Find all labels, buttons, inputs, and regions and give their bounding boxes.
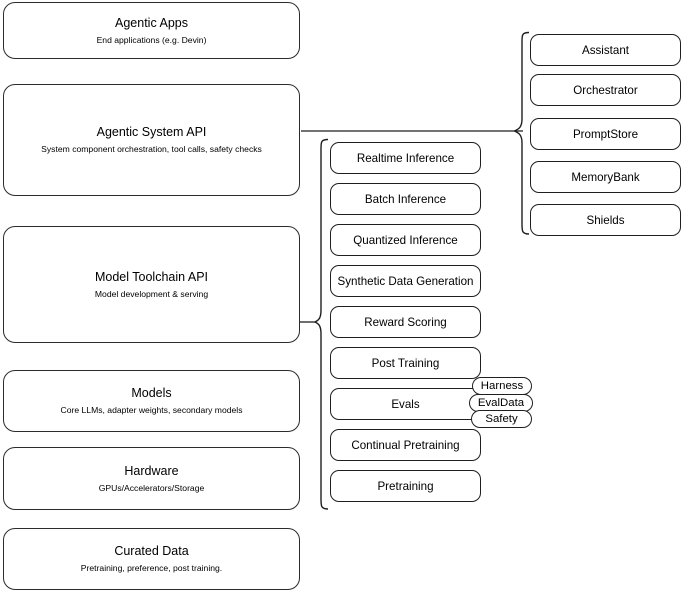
evals-subcomponent-label: Safety <box>485 413 518 425</box>
capability-box-batch-inference[interactable]: Batch Inference <box>330 183 481 215</box>
system-component-box-assistant[interactable]: Assistant <box>530 34 681 66</box>
capability-box-reward-scoring[interactable]: Reward Scoring <box>330 306 481 338</box>
layer-subtitle: System component orchestration, tool cal… <box>41 144 262 154</box>
system-component-box-shields[interactable]: Shields <box>530 204 681 236</box>
capability-label: Pretraining <box>377 479 434 493</box>
layer-title: Agentic Apps <box>115 15 188 30</box>
system-component-box-orchestrator[interactable]: Orchestrator <box>530 74 681 106</box>
capability-box-continual-pretraining[interactable]: Continual Pretraining <box>330 429 481 461</box>
layer-box-curated-data[interactable]: Curated Data Pretraining, preference, po… <box>3 528 300 590</box>
layer-box-agentic-system-api[interactable]: Agentic System API System component orch… <box>3 84 300 196</box>
layer-box-model-toolchain-api[interactable]: Model Toolchain API Model development & … <box>3 226 300 343</box>
layer-subtitle: End applications (e.g. Devin) <box>96 34 207 45</box>
capability-box-post-training[interactable]: Post Training <box>330 347 481 379</box>
layer-subtitle: GPUs/Accelerators/Storage <box>98 482 205 493</box>
system-component-box-promptstore[interactable]: PromptStore <box>530 118 681 150</box>
layer-subtitle: Pretraining, preference, post training. <box>80 563 223 573</box>
layer-title: Model Toolchain API <box>94 269 209 284</box>
capability-label: Evals <box>391 397 420 411</box>
layer-title: Agentic System API <box>96 125 207 139</box>
layer-title: Hardware <box>124 463 179 478</box>
evals-subcomponent-harness[interactable]: Harness <box>472 377 532 395</box>
system-component-box-memorybank[interactable]: MemoryBank <box>530 161 681 193</box>
layer-subtitle: Model development & serving <box>94 288 209 299</box>
capability-label: Synthetic Data Generation <box>337 274 474 288</box>
evals-subcomponent-label: Harness <box>480 380 524 392</box>
system-component-label: MemoryBank <box>571 170 640 184</box>
capability-box-evals[interactable]: Evals <box>330 388 481 420</box>
capability-label: Realtime Inference <box>356 151 455 165</box>
capability-label: Batch Inference <box>364 192 447 206</box>
layer-subtitle: Core LLMs, adapter weights, secondary mo… <box>60 405 243 415</box>
capability-label: Quantized Inference <box>353 233 458 247</box>
capability-box-realtime-inference[interactable]: Realtime Inference <box>330 142 481 174</box>
capability-box-synthetic-data-generation[interactable]: Synthetic Data Generation <box>330 265 481 297</box>
evals-subcomponent-safety[interactable]: Safety <box>471 410 532 428</box>
layer-title: Curated Data <box>114 544 189 558</box>
layer-box-models[interactable]: Models Core LLMs, adapter weights, secon… <box>3 370 300 432</box>
capability-box-quantized-inference[interactable]: Quantized Inference <box>330 224 481 256</box>
system-component-label: PromptStore <box>572 127 639 141</box>
capability-label: Post Training <box>371 356 440 370</box>
system-component-label: Assistant <box>581 43 630 57</box>
capability-label: Continual Pretraining <box>351 438 460 452</box>
layer-box-hardware[interactable]: Hardware GPUs/Accelerators/Storage <box>3 447 300 510</box>
capability-box-pretraining[interactable]: Pretraining <box>330 470 481 502</box>
layer-title: Models <box>131 386 172 400</box>
capability-label: Reward Scoring <box>364 315 447 329</box>
evals-subcomponent-label: EvalData <box>477 397 525 409</box>
system-component-label: Shields <box>586 213 625 227</box>
layer-box-agentic-apps[interactable]: Agentic Apps End applications (e.g. Devi… <box>3 2 300 59</box>
system-component-label: Orchestrator <box>573 83 638 97</box>
